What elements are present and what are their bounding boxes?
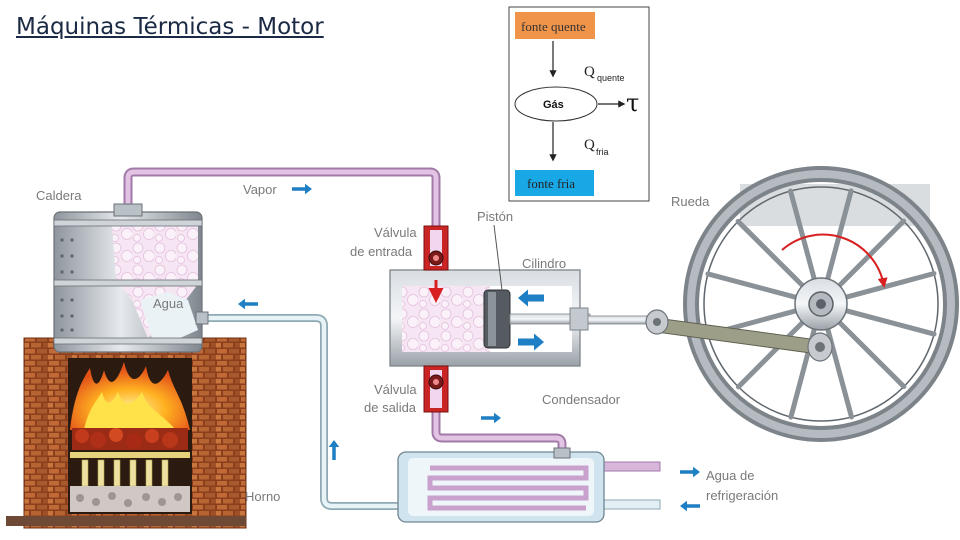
flow-arrow [518,333,544,351]
gas-ellipse [514,86,598,122]
rotation-arrow [781,233,888,288]
label-rueda: Rueda [671,194,710,209]
label-piston: Pistón [477,209,513,224]
cooling-water-pipes [597,461,661,510]
hot-source-label: fonte quente [521,19,586,34]
q-cold-symbol: Q [584,137,595,153]
work-symbol: τ [626,89,639,117]
flow-arrow [292,183,312,195]
inlet-valve [423,225,449,271]
q-hot-subscript: quente [597,73,625,83]
cold-source-box [515,170,594,196]
connecting-rod [587,309,833,362]
cylinder [389,269,591,367]
label-agua-de: Agua de [706,468,754,483]
condenser [397,447,605,523]
wheel-spoke [836,218,907,289]
flow-arrow [518,289,544,307]
wheel-spoke [843,271,937,300]
heat-engine-schema: fonte quente Q quente Gás τ Q fria fonte… [508,6,650,202]
furnace [6,337,247,529]
piston [483,289,511,349]
cold-source-label: fonte fria [527,176,575,191]
wheel-spoke [705,271,799,300]
wheel-spoke [836,319,907,390]
label-valvula-salida-line1: Válvula [374,382,417,397]
steam-pipe [123,167,441,226]
label-horno: Horno [245,489,280,504]
label-refrigeracion: refrigeración [706,488,778,503]
flow-arrows [238,183,700,512]
wheel-spoke [735,319,806,390]
boiler [53,203,209,353]
flow-arrow [328,440,340,460]
gas-label: Gás [543,99,564,111]
q-cold-subscript: fria [596,147,609,157]
wheel-spoke [735,218,806,289]
flow-arrow [481,412,501,424]
page-title: Máquinas Térmicas - Motor [16,14,324,40]
label-condensador: Condensador [542,392,621,407]
label-caldera: Caldera [36,188,82,203]
flywheel [683,166,959,442]
label-agua: Agua [153,296,184,311]
flow-arrow [680,500,700,512]
coal-bed [72,428,188,450]
label-valvula-salida-line2: de salida [364,400,417,415]
return-water-pipe [205,314,404,510]
q-hot-symbol: Q [584,64,595,80]
flow-arrow [238,298,258,310]
flow-arrow [680,466,700,478]
wheel-spoke [843,308,937,337]
exhaust-pipe [431,412,567,456]
wheel-spoke [788,188,817,282]
piston-pointer [493,224,503,291]
label-vapor: Vapor [243,182,277,197]
hot-source-box [515,12,595,39]
outlet-valve [423,365,449,413]
wheel-spoke [825,188,854,282]
label-valvula-entrada-line1: Válvula [374,225,417,240]
label-cilindro: Cilindro [522,256,566,271]
label-valvula-entrada-line2: de entrada [350,244,413,259]
component-labels: Caldera Vapor Válvula de entrada Pistón … [36,182,778,504]
